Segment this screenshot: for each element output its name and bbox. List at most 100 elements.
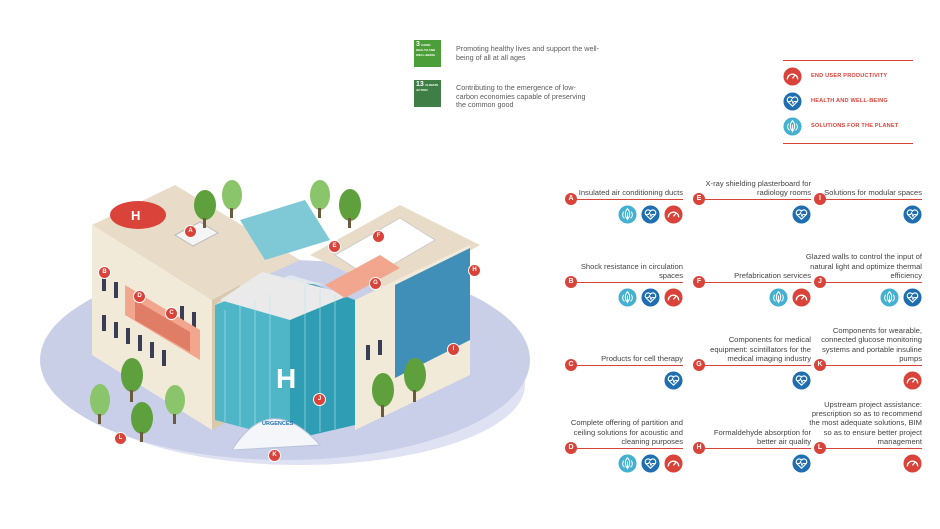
solution-rule: [703, 448, 811, 449]
solution-item-e: X-ray shielding plasterboard for radiolo…: [693, 165, 811, 255]
heart-pulse-icon: [641, 205, 660, 224]
heart-pulse-icon: [641, 288, 660, 307]
pin-d[interactable]: D: [133, 290, 146, 303]
gauge-icon: [792, 288, 811, 307]
left-open-room-inner: [135, 300, 190, 352]
solution-icons: [618, 205, 683, 227]
solution-title: X-ray shielding plasterboard for radiolo…: [705, 178, 811, 197]
heart-pulse-icon: [664, 371, 683, 390]
left-windows: [102, 275, 196, 366]
solution-letter-badge[interactable]: E: [693, 193, 705, 205]
helipad-letter: H: [131, 208, 140, 223]
gauge-icon: [664, 454, 683, 473]
solution-title: Shock resistance in circulation spaces: [580, 261, 683, 280]
leaf-icon: [618, 205, 637, 224]
heart-pulse-icon: [903, 205, 922, 224]
solution-icons: [618, 454, 683, 476]
pin-h[interactable]: H: [468, 264, 481, 277]
solution-item-l: Upstream project assistance: prescriptio…: [809, 400, 922, 504]
solution-rule: [575, 365, 683, 366]
solution-letter-badge[interactable]: L: [814, 442, 826, 454]
emergency-sign: URGENCES: [262, 421, 294, 427]
pin-g[interactable]: G: [369, 277, 382, 290]
glass-tower-side: [290, 275, 355, 440]
pin-i[interactable]: I: [447, 343, 460, 356]
gauge-icon: [903, 371, 922, 390]
gauge-icon: [664, 205, 683, 224]
glass-tower-front: [215, 275, 290, 440]
solution-icons: [903, 371, 922, 393]
sdg-13-number: 13: [416, 81, 424, 88]
solution-icons: [792, 205, 811, 227]
leaf-icon: [783, 117, 802, 136]
pin-f[interactable]: F: [372, 230, 385, 243]
solution-rule: [703, 282, 811, 283]
right-windows: [366, 340, 382, 360]
solution-rule: [703, 365, 811, 366]
solution-letter-badge[interactable]: D: [565, 442, 577, 454]
solution-item-k: Components for wearable, connected gluco…: [814, 326, 922, 421]
solution-rule: [824, 199, 922, 200]
solution-icons: [792, 371, 811, 393]
leaf-icon: [769, 288, 788, 307]
solution-title: Formaldehyde absorption for better air q…: [713, 427, 811, 446]
leaf-icon: [618, 288, 637, 307]
solution-rule: [703, 199, 811, 200]
sdg-13-badge: 13 CLIMATE ACTION: [414, 80, 441, 107]
solution-icons: [664, 371, 683, 393]
solution-letter-badge[interactable]: I: [814, 193, 826, 205]
solution-icons: [903, 454, 922, 476]
leaf-icon: [880, 288, 899, 307]
solution-letter-badge[interactable]: J: [814, 276, 826, 288]
sdg-13-badge-text: CLIMATE ACTION: [416, 83, 439, 92]
solution-title: Components for medical equipment: scinti…: [710, 335, 811, 363]
heart-pulse-icon: [792, 205, 811, 224]
solution-title: Complete offering of partition and ceili…: [570, 418, 683, 446]
gauge-icon: [783, 67, 802, 86]
sdg-3-text: Promoting healthy lives and support the …: [456, 44, 600, 62]
solution-item-g: Components for medical equipment: scinti…: [693, 331, 811, 421]
solution-item-h: Formaldehyde absorption for better air q…: [693, 414, 811, 504]
legend-top-rule: [783, 60, 913, 61]
pin-c[interactable]: C: [165, 307, 178, 320]
solution-icons: [903, 205, 922, 227]
legend-label: SOLUTIONS FOR THE PLANET: [811, 123, 899, 129]
solution-letter-badge[interactable]: H: [693, 442, 705, 454]
solution-icons: [618, 288, 683, 310]
hospital-illustration: H H URGENCES: [40, 180, 530, 465]
solution-rule: [575, 199, 683, 200]
pin-e[interactable]: E: [328, 240, 341, 253]
pin-k[interactable]: K: [268, 449, 281, 462]
legend-label: END USER PRODUCTIVITY: [811, 73, 888, 79]
pin-l[interactable]: L: [114, 432, 127, 445]
solution-letter-badge[interactable]: K: [814, 359, 826, 371]
solution-letter-badge[interactable]: C: [565, 359, 577, 371]
solution-item-j: Glazed walls to control the input of nat…: [806, 248, 922, 338]
glass-tower-back: [240, 200, 330, 260]
solution-letter-badge[interactable]: B: [565, 276, 577, 288]
pin-j[interactable]: J: [313, 393, 326, 406]
solution-title: Upstream project assistance: prescriptio…: [809, 399, 922, 446]
solution-title: Products for cell therapy: [601, 353, 683, 363]
solution-rule: [575, 448, 683, 449]
sdg-13-text: Contributing to the emergence of low-car…: [456, 83, 586, 110]
solution-item-d: Complete offering of partition and ceili…: [565, 414, 683, 504]
solution-title: Components for wearable, connected gluco…: [821, 326, 922, 363]
legend-bottom-rule: [783, 143, 913, 144]
entrance-canopy: [231, 418, 322, 451]
pin-b[interactable]: B: [98, 266, 111, 279]
solution-icons: [880, 288, 922, 310]
helipad: [110, 201, 166, 229]
gauge-icon: [664, 288, 683, 307]
solution-letter-badge[interactable]: G: [693, 359, 705, 371]
solution-letter-badge[interactable]: A: [565, 193, 577, 205]
right-room-floor: [325, 255, 400, 298]
solution-icons: [769, 288, 811, 310]
solution-letter-badge[interactable]: F: [693, 276, 705, 288]
pin-a[interactable]: A: [184, 225, 197, 238]
heart-pulse-icon: [641, 454, 660, 473]
